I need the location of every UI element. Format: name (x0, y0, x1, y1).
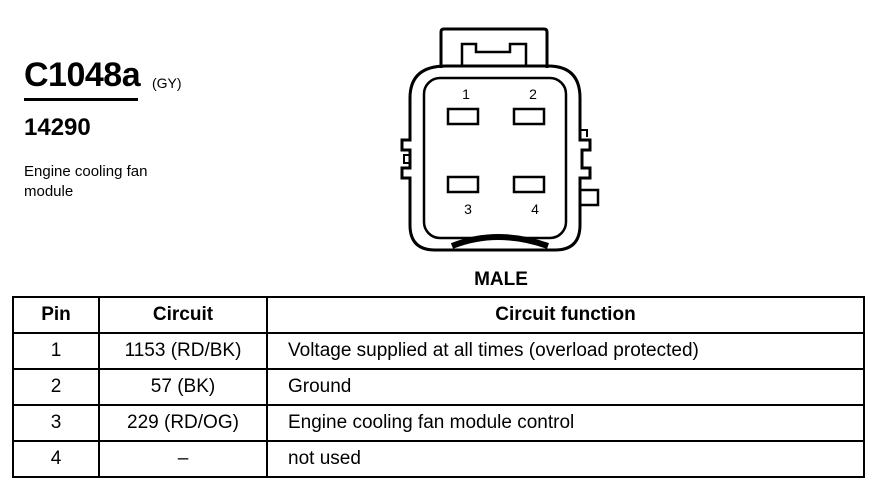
connector-rib-right (580, 129, 588, 137)
cell-pin: 1 (12, 332, 100, 370)
cell-circuit-function: not used (266, 440, 865, 478)
cell-pin: 4 (12, 440, 100, 478)
header-circuit-function: Circuit function (266, 296, 865, 334)
cell-circuit: 57 (BK) (98, 368, 268, 406)
pin-number-2: 2 (529, 86, 537, 102)
cell-circuit: 1153 (RD/BK) (98, 332, 268, 370)
cell-pin: 2 (12, 368, 100, 406)
pin-terminal-3 (446, 175, 480, 194)
connector-rib-right-lower (580, 188, 600, 207)
part-number: 14290 (24, 114, 91, 141)
pin-terminal-1 (446, 107, 480, 126)
connector-face-diagram: 1 2 3 4 MALE (400, 27, 600, 290)
connector-id-underline (24, 98, 138, 101)
connector-keyway (450, 234, 549, 249)
table-header-row: Pin Circuit Circuit function (12, 296, 865, 334)
header-pin: Pin (12, 296, 100, 334)
connector-latch-notch (460, 42, 528, 67)
table-row: 1 1153 (RD/BK) Voltage supplied at all t… (12, 332, 865, 370)
cell-circuit-function: Ground (266, 368, 865, 406)
cell-circuit: – (98, 440, 268, 478)
cell-pin: 3 (12, 404, 100, 442)
table-row: 4 – not used (12, 440, 865, 478)
table-row: 3 229 (RD/OG) Engine cooling fan module … (12, 404, 865, 442)
component-description: Engine cooling fan module (24, 163, 148, 200)
cell-circuit: 229 (RD/OG) (98, 404, 268, 442)
gender-label: MALE (474, 269, 528, 290)
cell-circuit-function: Voltage supplied at all times (overload … (266, 332, 865, 370)
cell-circuit-function: Engine cooling fan module control (266, 404, 865, 442)
pin-terminal-2 (512, 107, 546, 126)
color-code: (GY) (152, 75, 182, 91)
pin-terminal-4 (512, 175, 546, 194)
pin-number-1: 1 (462, 86, 470, 102)
pin-number-3: 3 (464, 201, 472, 217)
connector-housing-inner (422, 76, 568, 240)
connector-id: C1048a (24, 56, 141, 94)
pin-circuit-table: Pin Circuit Circuit function 1 1153 (RD/… (12, 296, 865, 478)
table-row: 2 57 (BK) Ground (12, 368, 865, 406)
connector-rib-left (403, 154, 410, 164)
connector-latch (439, 27, 549, 68)
pin-number-4: 4 (531, 201, 539, 217)
connector-housing-outer (400, 64, 592, 252)
header-circuit: Circuit (98, 296, 268, 334)
